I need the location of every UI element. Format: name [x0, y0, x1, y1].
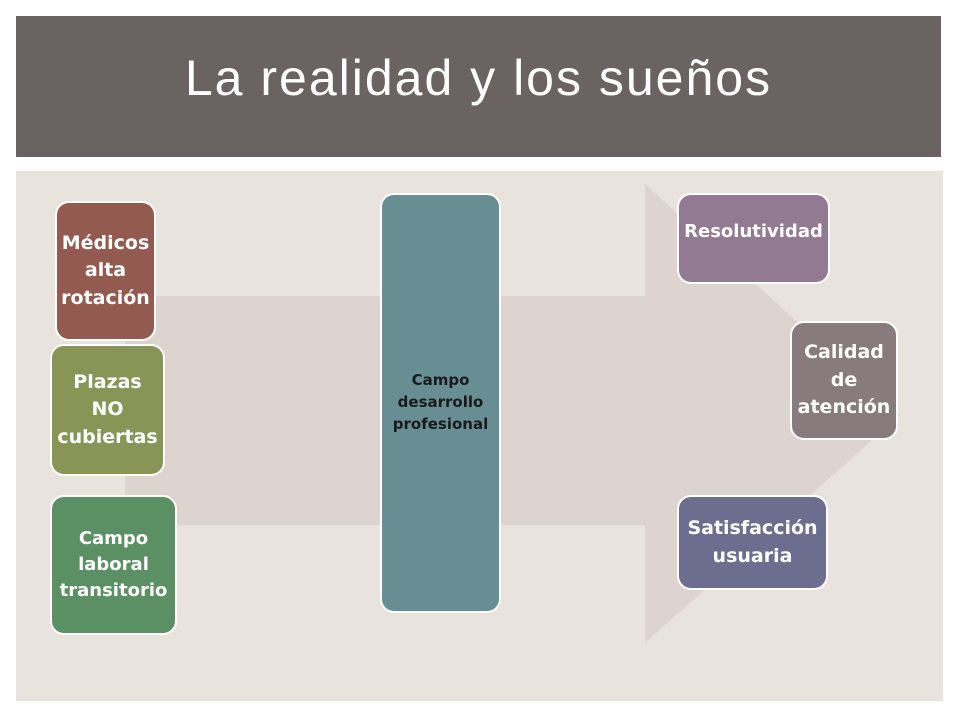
box-campo-laboral-transitorio: Campo laboral transitorio — [50, 495, 177, 635]
box-campo-laboral-label: Campo laboral transitorio — [59, 527, 168, 602]
slide-title: La realidad y los sueños — [184, 49, 773, 106]
box-calidad-label: Calidad de atención — [797, 341, 891, 419]
box-campo-desarrollo-label: Campo desarrollo profesional — [392, 371, 489, 433]
box-medicos-label: Médicos alta rotación — [61, 231, 150, 309]
box-satisfaccion-label: Satisfacción usuaria — [687, 516, 818, 567]
box-resolutividad: Resolutividad — [677, 193, 830, 284]
box-plazas-no-cubiertas: Plazas NO cubiertas — [50, 344, 165, 476]
box-satisfaccion-usuaria: Satisfacción usuaria — [677, 495, 828, 590]
box-campo-desarrollo-profesional: Campo desarrollo profesional — [380, 193, 501, 613]
box-resolutividad-label: Resolutividad — [684, 221, 823, 242]
box-calidad-de-atencion: Calidad de atención — [790, 321, 898, 440]
box-plazas-label: Plazas NO cubiertas — [57, 370, 158, 448]
title-bar: La realidad y los sueños — [16, 16, 941, 157]
box-medicos-alta-rotacion: Médicos alta rotación — [55, 201, 156, 341]
